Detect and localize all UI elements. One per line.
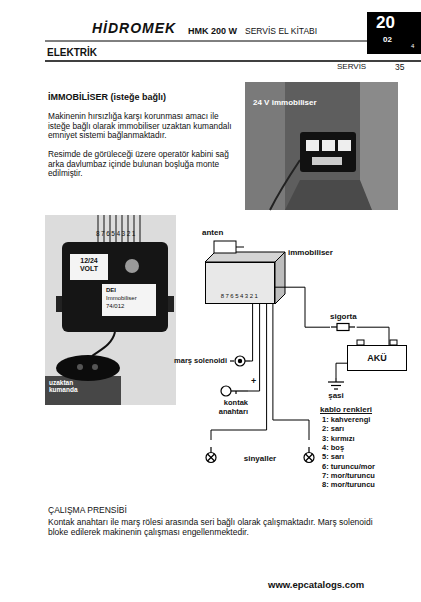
node-text: 02 (383, 35, 392, 44)
wire-color: 3: kırmızı (322, 435, 355, 444)
watermark: www.epcatalogs.com (268, 580, 364, 591)
wire-color: 5: sarı (322, 453, 344, 462)
model-label: 74/012 (106, 303, 124, 310)
starter-solenoid: marş solenoidi (174, 355, 250, 367)
signal-lamps: sinyaller (205, 440, 315, 463)
paragraph: Resimde de görüleceği üzere operatör kab… (48, 150, 233, 179)
installation-photo (245, 82, 398, 210)
wire-color: 1: kahverengi (322, 416, 370, 425)
node-text: şasi (328, 391, 344, 400)
ground: şasi (326, 378, 346, 400)
wire (336, 363, 347, 378)
table-heading: kablo renkleri (320, 405, 372, 414)
module-photo (45, 215, 176, 405)
section-title: ELEKTRİK (47, 47, 97, 59)
paragraph: Makinenin hırsızlığa karşı korunması ama… (48, 112, 233, 141)
node-text: immobiliser (288, 248, 333, 257)
wire-color: 6: turuncu/mor (322, 463, 375, 472)
paragraph: Kontak anahtarı ile marş rölesi arasında… (48, 518, 383, 538)
wire (248, 304, 260, 391)
lamp-symbol (303, 447, 315, 463)
wire-color: 2: sarı (322, 425, 344, 434)
manual-title: SERVİS EL KİTABI (245, 27, 317, 37)
photo-label: uzaktan kumanda (49, 379, 93, 394)
wire-color: 4: boş (322, 444, 344, 453)
wire (275, 287, 330, 327)
module-outline (205, 241, 285, 304)
polarity: + (251, 376, 256, 386)
model: HMK 200 W (188, 26, 237, 36)
section-name: SERVİS (337, 62, 366, 71)
lamp-symbol (205, 447, 217, 463)
coil-symbol (230, 355, 250, 367)
battery: AKÜ (347, 345, 407, 371)
node-text: 20 (376, 13, 395, 33)
logo: HİDROMEK (92, 20, 176, 36)
brand-label: DEI (106, 287, 116, 294)
node-text: marş solenoidi (174, 357, 227, 366)
voltage-label: 12/24 VOLT (71, 257, 107, 273)
fuse-symbol (331, 322, 355, 332)
key-symbol (218, 385, 248, 397)
wire (357, 327, 389, 345)
page-number: 35 (395, 63, 404, 73)
part-name: anten (202, 228, 223, 237)
pin-numbers: 87654321 (96, 230, 137, 237)
node-text: sigorta (330, 312, 357, 321)
wire-color: 8: mor/turuncu (322, 481, 375, 490)
wire (211, 304, 267, 440)
ignition-switch: kontak anahtarı (206, 385, 248, 416)
node-text: sinyaller (244, 440, 276, 463)
product-label: Immobiliser (106, 295, 137, 302)
node-text: 4 (411, 43, 414, 50)
node-text: AKÜ (367, 353, 387, 363)
photo-label: 24 V immobiliser (253, 98, 317, 107)
heading: İMMOBİLİSER (isteğe bağlı) (48, 92, 166, 102)
page-number-box: 20 02 4 (367, 12, 421, 54)
node-text: kontak anahtarı (206, 399, 248, 416)
node-text: 87654321 (206, 293, 274, 300)
wire (250, 304, 253, 361)
section-rule (45, 60, 421, 62)
ground-symbol (326, 378, 346, 390)
header-rule (45, 41, 367, 42)
fuse: sigorta (330, 312, 357, 332)
heading: ÇALIŞMA PRENSİBİ (48, 506, 127, 516)
wire (273, 304, 309, 440)
wire-color: 7: mor/turuncu (322, 472, 375, 481)
immobiliser-module: immobiliser87654321 (205, 262, 275, 304)
